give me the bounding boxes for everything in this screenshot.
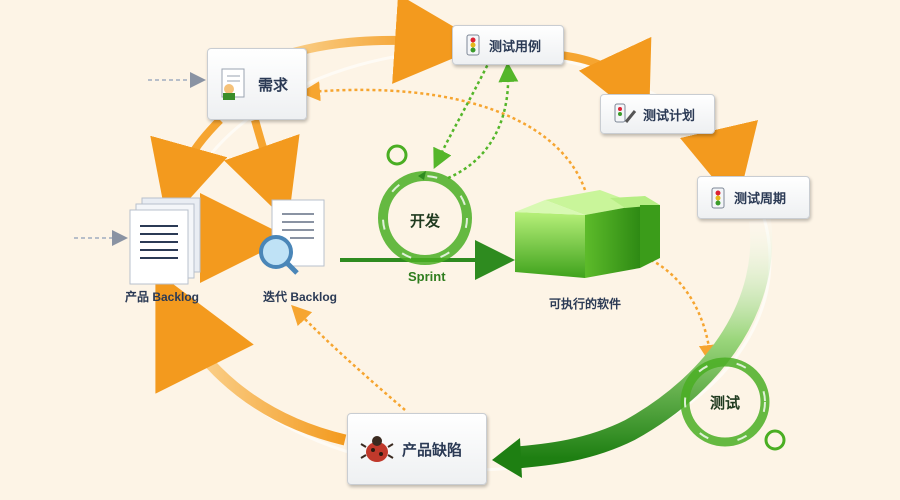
arrow-req-to-iteration-backlog (224, 118, 300, 223)
green-sweep-head (492, 438, 522, 478)
executable-software-label: 可执行的软件 (548, 297, 621, 311)
requirements-node[interactable]: 需求 (207, 48, 307, 120)
dotted-testcases-to-dev (433, 59, 492, 170)
test-cycle-icon (680, 357, 786, 451)
traffic-light-icon (711, 187, 725, 208)
test-plan-node[interactable]: 测试计划 (600, 94, 715, 134)
arrow-defects-to-product-backlog (155, 270, 347, 446)
test-label: 测试 (709, 395, 740, 412)
dotted-software-to-test (639, 253, 719, 365)
dotted-defects-to-iteration (291, 304, 406, 411)
test-cases-node[interactable]: 测试用例 (452, 25, 564, 65)
test-plan-label: 测试计划 (643, 107, 696, 123)
develop-label: 开发 (409, 213, 440, 230)
bug-icon (360, 436, 394, 462)
test-cases-label: 测试用例 (489, 38, 542, 54)
iteration-backlog-label: 迭代 Backlog (262, 290, 338, 304)
pencil-icon (614, 103, 637, 123)
product-defects-label: 产品缺陷 (402, 441, 463, 459)
dotted-dev-to-testcases (447, 62, 519, 180)
arrow-req-to-product-backlog (150, 117, 228, 224)
user-document-icon (221, 68, 245, 100)
dotted-software-to-req (300, 81, 587, 191)
green-sweep-arrow (509, 218, 773, 469)
arrow-plan-to-cycle (680, 120, 758, 207)
cube-stack-icon (515, 190, 660, 278)
magnifier-document-icon (259, 199, 325, 275)
develop-cycle-icon (378, 144, 472, 265)
product-defects-node[interactable]: 产品缺陷 (347, 413, 487, 485)
product-backlog-label: 产品 Backlog (124, 290, 200, 304)
requirements-label: 需求 (258, 76, 289, 94)
traffic-light-icon (466, 34, 480, 56)
arrow-testcases-to-plan (559, 36, 652, 127)
document-stack-icon (129, 197, 201, 285)
test-cycle-label: 测试周期 (734, 191, 787, 206)
test-cycle-node[interactable]: 测试周期 (697, 176, 810, 219)
sprint-label: Sprint (408, 269, 446, 284)
